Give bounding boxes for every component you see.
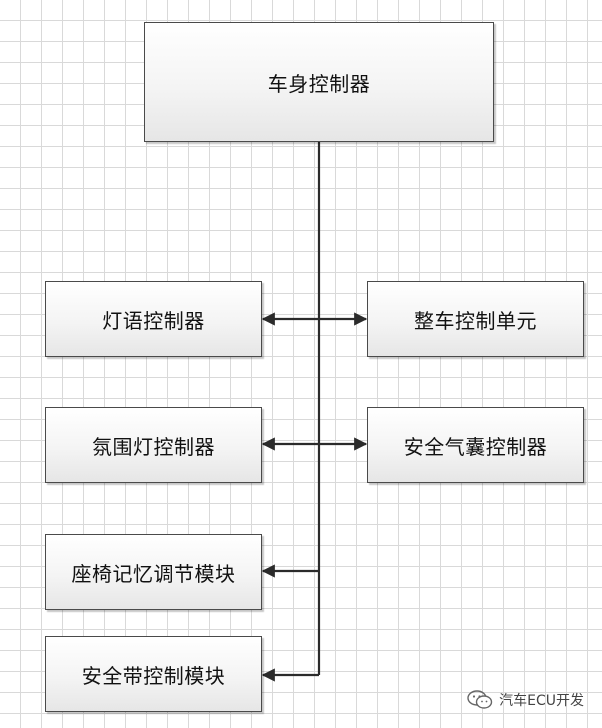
watermark: 汽车ECU开发	[467, 690, 584, 710]
node-label: 整车控制单元	[414, 308, 537, 333]
node-vehicle-control-unit: 整车控制单元	[367, 281, 584, 357]
node-light-language-controller: 灯语控制器	[45, 281, 262, 357]
watermark-text: 汽车ECU开发	[499, 693, 584, 709]
node-seatbelt-control-module: 安全带控制模块	[45, 636, 262, 712]
node-label: 车身控制器	[267, 71, 371, 96]
node-body-controller: 车身控制器	[144, 22, 494, 142]
node-seat-memory-module: 座椅记忆调节模块	[45, 534, 262, 610]
node-label: 安全带控制模块	[81, 663, 226, 688]
node-label: 氛围灯控制器	[92, 434, 215, 459]
node-label: 灯语控制器	[102, 308, 205, 333]
node-ambient-light-controller: 氛围灯控制器	[45, 407, 262, 483]
node-airbag-controller: 安全气囊控制器	[367, 407, 584, 483]
node-label: 座椅记忆调节模块	[71, 561, 236, 586]
wechat-icon	[467, 690, 493, 710]
node-label: 安全气囊控制器	[403, 434, 548, 459]
